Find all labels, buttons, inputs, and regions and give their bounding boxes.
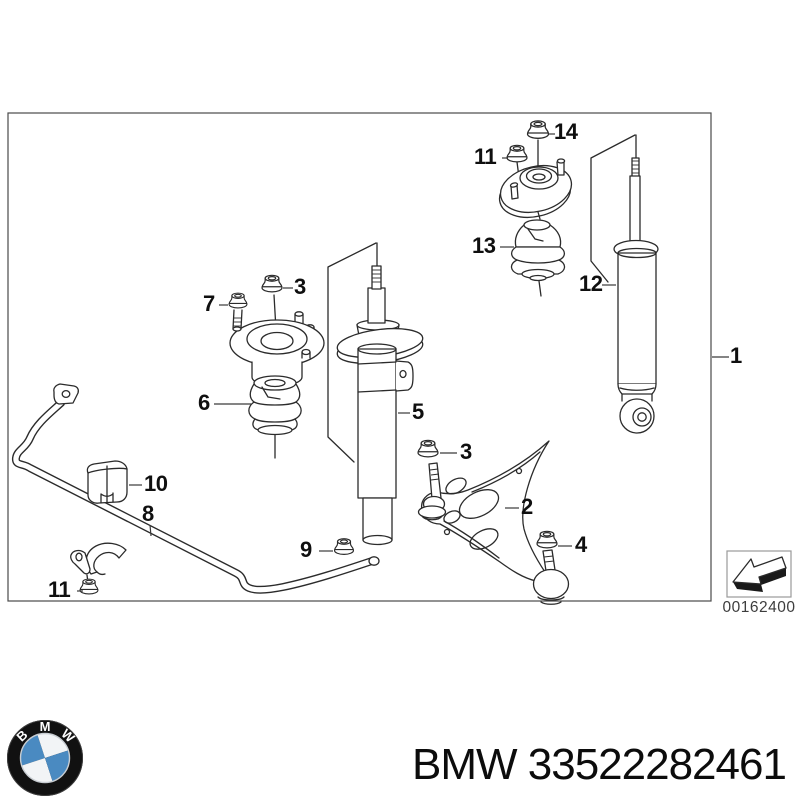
callout-4: 4 [575,532,587,557]
front-strut [336,265,424,546]
direction-arrow-icon [732,556,787,592]
nut-7 [228,292,248,332]
callout-7: 7 [203,291,215,316]
diagram-border [7,112,712,602]
callout-11-clamp: 11 [48,577,71,602]
part-number-caption: BMW 33522282461 [412,740,787,789]
callout-3-control-arm: 3 [460,439,472,464]
rear-shock [613,157,659,434]
stamp-box [726,550,792,598]
rear-shock-mount [498,139,573,220]
front-strut-mount [229,294,325,387]
callout-6: 6 [198,390,210,415]
callout-10: 10 [144,471,168,496]
stabilizer-bar [11,383,380,594]
control-arm [417,440,570,605]
nut-14 [526,120,550,139]
nut-3-arm [417,439,439,458]
nut-11-rear [506,144,528,163]
callout-14: 14 [554,119,578,144]
stamp-code: 00162400 [722,599,796,616]
stabilizer-clamp [70,542,127,584]
bmw-logo-letter-m: M [40,719,51,734]
callout-2: 2 [521,494,533,519]
front-bump-stop [248,375,302,459]
callout-11-rear-mount: 11 [474,144,497,169]
callout-3-strut-mount: 3 [294,274,306,299]
grouping-brackets [327,134,637,463]
callout-1: 1 [730,343,742,368]
callout-12: 12 [579,271,603,296]
nut-11-clamp [79,578,99,595]
stabilizer-bushing [86,460,128,504]
callout-5: 5 [412,399,424,424]
bmw-logo: B M W [7,719,83,796]
nut-9 [333,538,355,555]
callout-8: 8 [142,501,154,526]
nut-4 [536,530,558,549]
nut-3-front [261,274,283,293]
leader-lines [77,133,729,592]
rear-bump-stop [510,219,566,297]
callout-9: 9 [300,537,312,562]
callout-13: 13 [472,233,496,258]
